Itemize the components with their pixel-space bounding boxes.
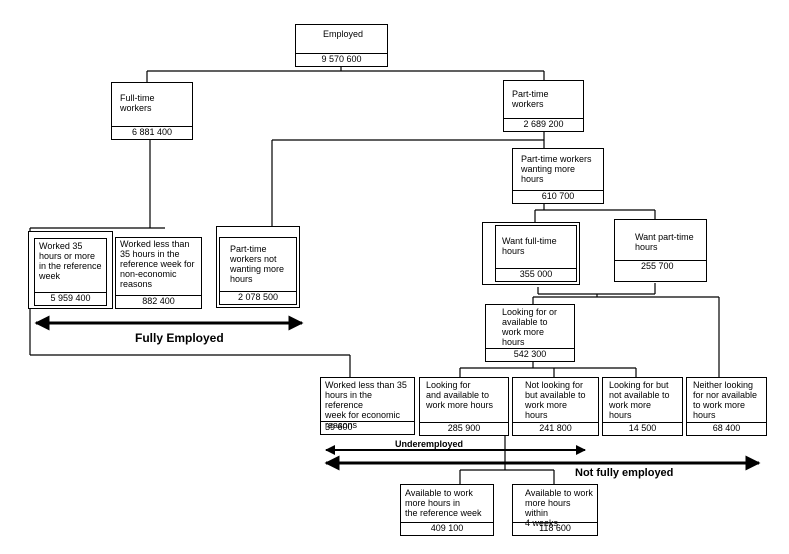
node-pt-wanting-more: Part-time workers wanting more hours 610…	[512, 148, 604, 204]
node-value: 882 400	[116, 295, 201, 308]
node-worked-less-non-econ: Worked less than 35 hours in the referen…	[115, 237, 202, 309]
underemployed-label: Underemployed	[395, 439, 464, 449]
node-value: 241 800	[513, 422, 598, 435]
node-available-ref-week: Available to work more hours in the refe…	[400, 484, 494, 536]
node-value: 118 600	[513, 522, 597, 535]
node-full-time: Full-time workers 6 881 400	[111, 82, 193, 140]
node-worked-35-more: Worked 35 hours or more in the reference…	[28, 231, 113, 309]
node-value: 409 100	[401, 522, 493, 535]
node-pt-not-wanting: Part-time workers not wanting more hours…	[216, 226, 300, 308]
node-label: Part-time workers not wanting more hours	[230, 244, 285, 284]
node-value: 68 400	[687, 422, 766, 435]
node-looking-or-available: Looking for or available to work more ho…	[485, 304, 575, 362]
node-value: 5 959 400	[35, 292, 106, 305]
node-part-time: Part-time workers 2 689 200	[503, 80, 584, 132]
node-looking-and-available: Looking for and available to work more h…	[419, 377, 509, 436]
node-label: Want part-time hours	[635, 232, 694, 252]
node-not-looking-available: Not looking for but available to work mo…	[512, 377, 599, 436]
node-want-full-time: Want full-time hours 355 000	[482, 222, 580, 285]
node-value: 39 600	[321, 421, 414, 434]
node-label: Full-time workers	[120, 93, 155, 113]
node-value: 14 500	[603, 422, 682, 435]
node-value: 255 700	[615, 260, 706, 275]
node-label: Available to work more hours within 4 we…	[525, 488, 593, 528]
node-label: Looking for and available to work more h…	[426, 380, 494, 410]
node-label: Looking for but not available to work mo…	[609, 380, 670, 420]
fully-employed-label: Fully Employed	[135, 331, 224, 345]
node-label: Worked less than 35 hours in the referen…	[120, 239, 195, 289]
node-label: Part-time workers	[512, 89, 549, 109]
node-employed: Employed 9 570 600	[295, 24, 388, 67]
node-label: Not looking for but available to work mo…	[525, 380, 586, 420]
node-label: Worked less than 35 hours in the referen…	[325, 380, 407, 430]
node-value: 285 900	[420, 422, 508, 435]
node-value: 2 078 500	[220, 291, 296, 304]
node-value: 9 570 600	[296, 53, 387, 66]
node-worked-less-econ: Worked less than 35 hours in the referen…	[320, 377, 415, 435]
node-value: 6 881 400	[112, 126, 192, 139]
node-want-part-time: Want part-time hours 255 700	[614, 219, 707, 282]
node-label: Want full-time hours	[502, 236, 557, 256]
node-value: 610 700	[513, 190, 603, 203]
node-label: Looking for or available to work more ho…	[502, 307, 558, 347]
node-available-4-weeks: Available to work more hours within 4 we…	[512, 484, 598, 536]
node-value: 355 000	[496, 268, 576, 281]
node-neither: Neither looking for nor available to wor…	[686, 377, 767, 436]
node-value: 2 689 200	[504, 118, 583, 131]
node-value: 542 300	[486, 348, 574, 361]
node-label: Available to work more hours in the refe…	[405, 488, 482, 518]
node-label: Worked 35 hours or more in the reference…	[39, 241, 102, 281]
not-fully-employed-label: Not fully employed	[575, 467, 674, 479]
node-label: Part-time workers wanting more hours	[521, 154, 592, 184]
node-label: Employed	[322, 29, 364, 39]
node-label: Neither looking for nor available to wor…	[693, 380, 758, 420]
node-looking-not-available: Looking for but not available to work mo…	[602, 377, 683, 436]
